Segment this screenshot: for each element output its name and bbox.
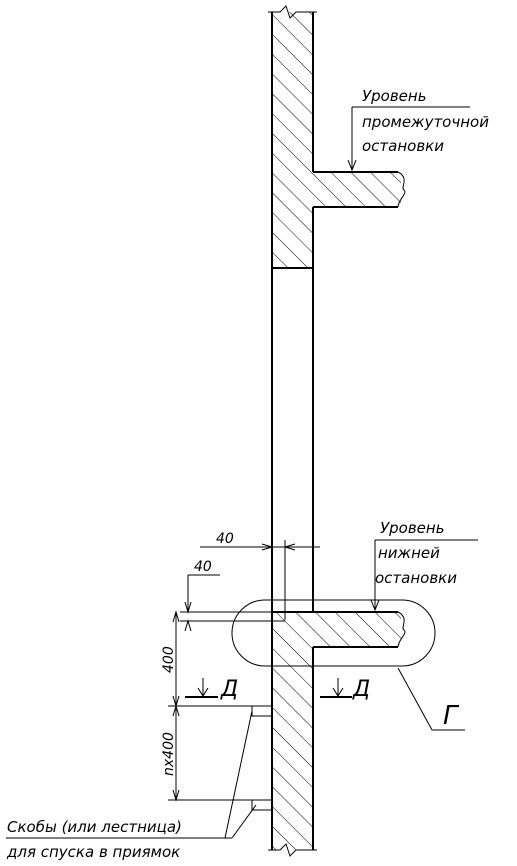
upper-slab (313, 171, 406, 208)
section-mark-right (320, 678, 352, 698)
section-label-right: Д (352, 677, 370, 702)
upper-level-line3: остановки (362, 137, 444, 155)
bracket-leaders (6, 710, 257, 839)
lower-level-line3: остановки (375, 569, 457, 587)
lower-wall (268, 611, 406, 857)
upper-wall (268, 5, 317, 269)
dimension-400 (168, 610, 252, 708)
dimension-nx400 (168, 704, 252, 802)
upper-level-line2: промежуточной (362, 113, 489, 131)
dim-40-top-label: 40 (216, 531, 234, 547)
dim-40-side-label: 40 (194, 559, 212, 575)
brackets (251, 705, 273, 811)
lower-level-line2: нижней (378, 544, 440, 562)
lower-level-leader (370, 539, 478, 612)
dimension-40-top (200, 540, 320, 620)
detail-leader (397, 667, 465, 731)
dim-nx400-label: nx400 (161, 732, 177, 776)
lower-level-line1: Уровень (380, 519, 445, 537)
shaft-open-section (271, 268, 314, 612)
detail-label: Г (443, 701, 460, 731)
section-label-left: Д (220, 677, 238, 702)
section-mark-left (185, 678, 218, 698)
detail-outline (231, 599, 436, 667)
dimension-40-side (180, 574, 285, 632)
upper-level-line1: Уровень (362, 87, 427, 105)
dim-400-label: 400 (161, 646, 177, 673)
brackets-line2: для спуска в приямок (6, 843, 180, 861)
upper-level-leader (347, 106, 470, 172)
brackets-line1: Скобы (или лестница) (7, 818, 182, 836)
